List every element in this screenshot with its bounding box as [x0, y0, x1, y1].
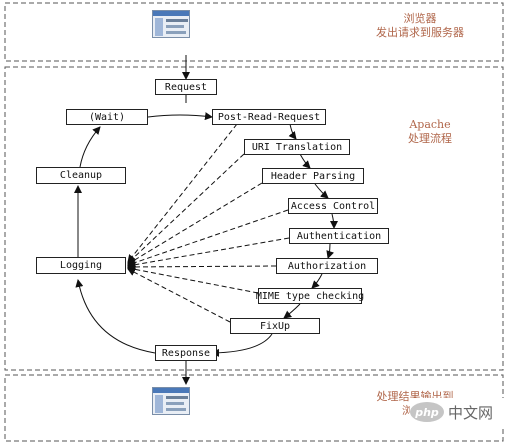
top-label-line1: 浏览器 — [403, 12, 437, 25]
log-link-mime — [127, 265, 259, 294]
log-link-authentication — [127, 237, 290, 269]
bottom-label-line2: 浏 — [402, 404, 413, 417]
apache-label-line1: Apache — [409, 118, 451, 131]
php-logo-icon: php — [410, 402, 444, 422]
log-link-post-read — [127, 123, 238, 263]
step-uri-translation: URI Translation — [244, 139, 350, 155]
top-region-frame — [4, 2, 504, 62]
arrow-mime-to-fixup — [283, 303, 301, 319]
arrow-cleanup-to-wait — [79, 126, 101, 168]
log-link-uri — [127, 153, 245, 264]
apache-label-line2: 处理流程 — [408, 132, 452, 145]
php-logo-site-text: 中文网 — [448, 403, 494, 422]
log-link-fixup — [127, 268, 231, 323]
step-cleanup: Cleanup — [36, 167, 126, 184]
log-link-access — [127, 209, 289, 267]
step-authorization: Authorization — [276, 258, 378, 274]
step-wait: (Wait) — [66, 109, 148, 125]
step-authentication: Authentication — [289, 228, 389, 244]
browser-screenshot-top — [152, 10, 190, 38]
arrow-authorization-to-mime — [311, 273, 323, 289]
log-link-header — [127, 182, 263, 265]
step-fixup: FixUp — [230, 318, 320, 334]
arrow-header-to-access — [314, 183, 329, 199]
step-post-read-request: Post-Read-Request — [212, 109, 326, 125]
top-label-line2: 发出请求到服务器 — [376, 26, 464, 39]
browser-screenshot-bottom — [152, 387, 190, 415]
step-response: Response — [155, 345, 217, 361]
step-request: Request — [155, 79, 217, 95]
php-cn-watermark-logo: php 中文网 — [410, 398, 506, 426]
step-header-parsing: Header Parsing — [262, 168, 364, 184]
step-mime-type-checking: MIME type checking — [256, 288, 364, 304]
arrow-authentication-to-authorization — [326, 243, 335, 259]
top-label: 浏览器 发出请求到服务器 — [360, 12, 480, 40]
step-access-control: Access Control — [288, 198, 378, 214]
arrow-uri-to-header — [299, 153, 311, 169]
arrow-post-read-to-uri — [288, 123, 297, 140]
arrow-response-to-logging — [75, 279, 156, 354]
arrow-fixup-to-response — [211, 333, 273, 357]
arrow-wait-to-post-read — [147, 112, 213, 121]
arrow-access-to-authentication — [329, 213, 338, 229]
apache-region-frame — [4, 66, 504, 371]
step-logging: Logging — [36, 257, 126, 274]
apache-label: Apache 处理流程 — [390, 118, 470, 146]
log-link-authorization — [127, 262, 277, 271]
